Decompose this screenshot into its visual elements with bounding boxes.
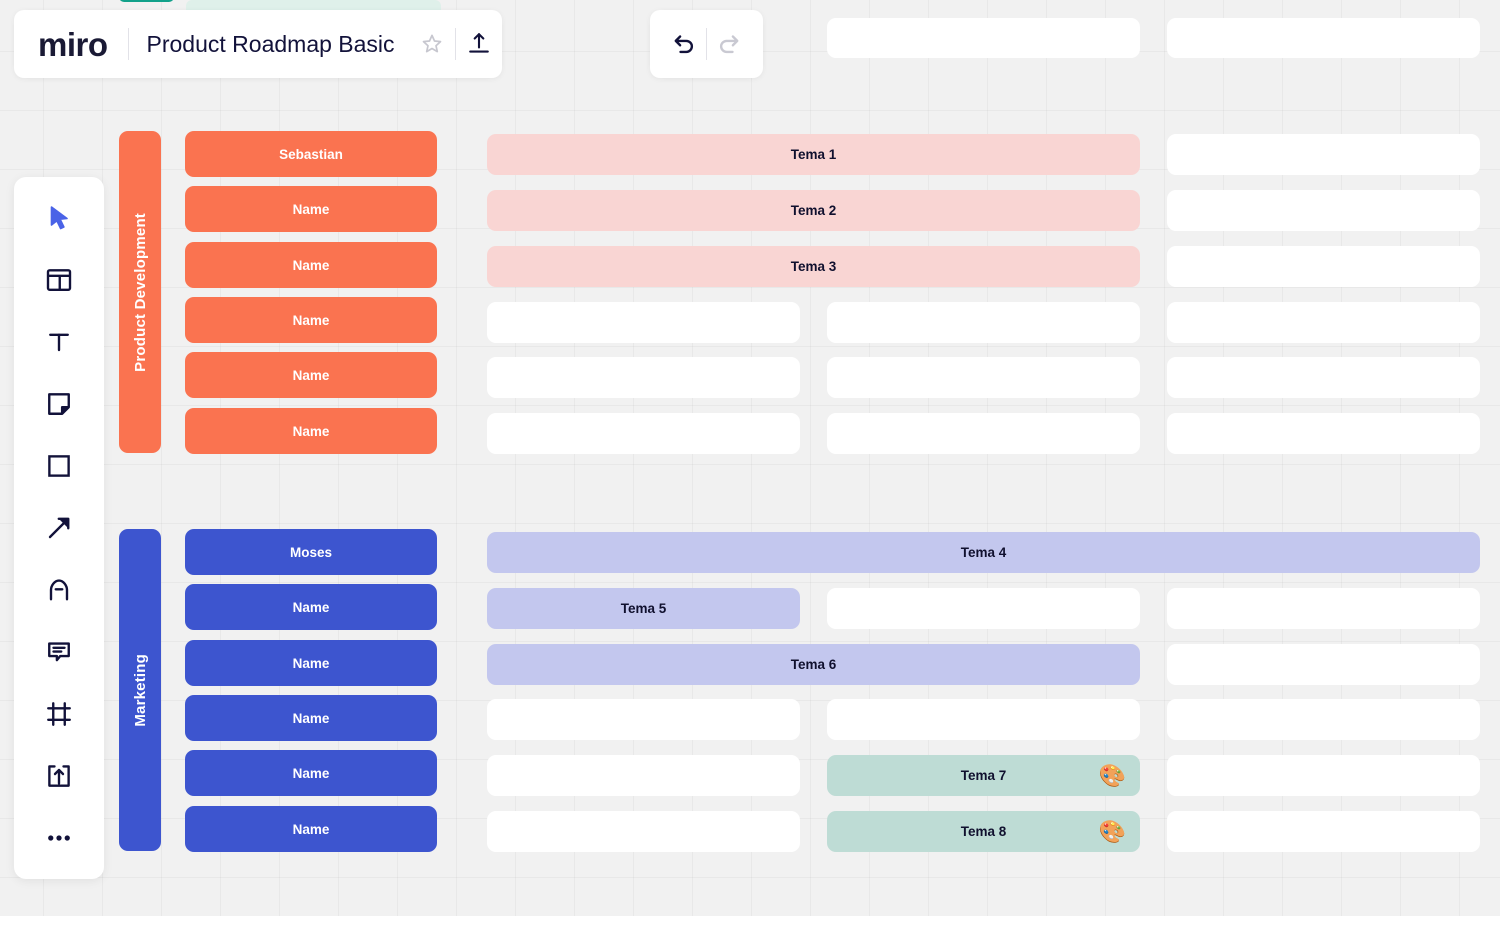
offscreen-green-chip[interactable] bbox=[119, 0, 174, 2]
empty-task-slot[interactable] bbox=[1167, 246, 1480, 287]
text-icon bbox=[44, 327, 74, 357]
empty-task-slot[interactable] bbox=[827, 413, 1140, 454]
empty-task-slot[interactable] bbox=[827, 302, 1140, 343]
arrow-icon bbox=[44, 513, 74, 543]
lane-title-text: Marketing bbox=[131, 653, 149, 727]
owner-pill[interactable]: Moses bbox=[185, 529, 437, 575]
empty-task-slot[interactable] bbox=[487, 755, 800, 796]
tool-sticky-note[interactable] bbox=[32, 381, 86, 427]
task-bar[interactable]: Tema 8 🎨 bbox=[827, 811, 1140, 852]
owner-pill[interactable]: Name bbox=[185, 242, 437, 288]
favorite-star-button[interactable] bbox=[409, 21, 455, 67]
empty-task-slot[interactable] bbox=[827, 357, 1140, 398]
task-bar[interactable]: Tema 4 bbox=[487, 532, 1480, 573]
tool-pen[interactable] bbox=[32, 567, 86, 613]
miro-logo[interactable]: miro bbox=[38, 25, 108, 63]
templates-icon bbox=[44, 265, 74, 295]
task-bar[interactable]: Tema 6 bbox=[487, 644, 1140, 685]
owner-pill[interactable]: Name bbox=[185, 695, 437, 741]
task-bar[interactable]: Tema 3 bbox=[487, 246, 1140, 287]
redo-icon bbox=[715, 29, 745, 59]
left-tool-rail bbox=[14, 177, 104, 879]
empty-task-slot[interactable] bbox=[1167, 413, 1480, 454]
comment-icon bbox=[44, 637, 74, 667]
toolbar-divider-2 bbox=[454, 28, 456, 60]
sticky-note-icon bbox=[44, 389, 74, 419]
empty-card-top-col2[interactable] bbox=[827, 18, 1140, 58]
page-bottom-edge bbox=[0, 916, 1500, 928]
empty-task-slot[interactable] bbox=[487, 811, 800, 852]
empty-task-slot[interactable] bbox=[1167, 588, 1480, 629]
palette-emoji-icon: 🎨 bbox=[1098, 762, 1126, 788]
owner-pill[interactable]: Name bbox=[185, 640, 437, 686]
star-icon bbox=[420, 32, 444, 56]
top-toolbar: miro Product Roadmap Basic bbox=[14, 10, 502, 78]
empty-task-slot[interactable] bbox=[487, 413, 800, 454]
tool-frame[interactable] bbox=[32, 691, 86, 737]
task-label: Tema 3 bbox=[790, 259, 837, 274]
tool-text[interactable] bbox=[32, 319, 86, 365]
empty-task-slot[interactable] bbox=[1167, 755, 1480, 796]
owner-pill[interactable]: Name bbox=[185, 584, 437, 630]
frame-icon bbox=[44, 699, 74, 729]
empty-task-slot[interactable] bbox=[1167, 699, 1480, 740]
task-label: Tema 1 bbox=[790, 147, 837, 162]
empty-task-slot[interactable] bbox=[1167, 644, 1480, 685]
lane-label-product-development[interactable]: Product Development bbox=[119, 131, 161, 453]
task-label: Tema 6 bbox=[790, 657, 837, 672]
owner-pill[interactable]: Name bbox=[185, 750, 437, 796]
tool-upload[interactable] bbox=[32, 753, 86, 799]
task-label: Tema 4 bbox=[960, 545, 1007, 560]
tool-select[interactable] bbox=[32, 195, 86, 241]
owner-pill[interactable]: Name bbox=[185, 297, 437, 343]
empty-task-slot[interactable] bbox=[1167, 811, 1480, 852]
owner-pill[interactable]: Name bbox=[185, 352, 437, 398]
empty-task-slot[interactable] bbox=[487, 699, 800, 740]
tool-connector[interactable] bbox=[32, 505, 86, 551]
tool-more[interactable] bbox=[32, 815, 86, 861]
pen-icon bbox=[44, 575, 74, 605]
undo-button[interactable] bbox=[660, 21, 706, 67]
lane-label-marketing[interactable]: Marketing bbox=[119, 529, 161, 851]
tool-shape[interactable] bbox=[32, 443, 86, 489]
task-label: Tema 5 bbox=[620, 601, 667, 616]
empty-task-slot[interactable] bbox=[1167, 134, 1480, 175]
empty-task-slot[interactable] bbox=[1167, 302, 1480, 343]
redo-button[interactable] bbox=[707, 21, 753, 67]
task-bar[interactable]: Tema 2 bbox=[487, 190, 1140, 231]
empty-task-slot[interactable] bbox=[487, 302, 800, 343]
board-title[interactable]: Product Roadmap Basic bbox=[146, 30, 395, 57]
palette-emoji-icon: 🎨 bbox=[1098, 818, 1126, 844]
owner-pill[interactable]: Name bbox=[185, 806, 437, 852]
empty-task-slot[interactable] bbox=[1167, 190, 1480, 231]
cursor-icon bbox=[44, 203, 74, 233]
tool-comment[interactable] bbox=[32, 629, 86, 675]
tool-templates[interactable] bbox=[32, 257, 86, 303]
empty-task-slot[interactable] bbox=[827, 588, 1140, 629]
share-export-button[interactable] bbox=[456, 21, 502, 67]
task-bar[interactable]: Tema 5 bbox=[487, 588, 800, 629]
upload-icon bbox=[465, 30, 493, 58]
empty-task-slot[interactable] bbox=[827, 699, 1140, 740]
empty-card-top-col3[interactable] bbox=[1167, 18, 1480, 58]
undo-redo-toolbar bbox=[650, 10, 763, 78]
toolbar-divider-3 bbox=[706, 28, 707, 60]
task-label: Tema 8 bbox=[960, 824, 1007, 839]
undo-icon bbox=[668, 29, 698, 59]
square-icon bbox=[44, 451, 74, 481]
upload-box-icon bbox=[44, 761, 74, 791]
owner-pill[interactable]: Name bbox=[185, 408, 437, 454]
lane-title-text: Product Development bbox=[131, 212, 149, 372]
task-bar[interactable]: Tema 7 🎨 bbox=[827, 755, 1140, 796]
empty-task-slot[interactable] bbox=[487, 357, 800, 398]
task-label: Tema 7 bbox=[960, 768, 1007, 783]
empty-task-slot[interactable] bbox=[1167, 357, 1480, 398]
more-dots-icon bbox=[44, 823, 74, 853]
task-label: Tema 2 bbox=[790, 203, 837, 218]
owner-pill[interactable]: Sebastian bbox=[185, 131, 437, 177]
toolbar-divider-1 bbox=[127, 28, 129, 60]
owner-pill[interactable]: Name bbox=[185, 186, 437, 232]
task-bar[interactable]: Tema 1 bbox=[487, 134, 1140, 175]
